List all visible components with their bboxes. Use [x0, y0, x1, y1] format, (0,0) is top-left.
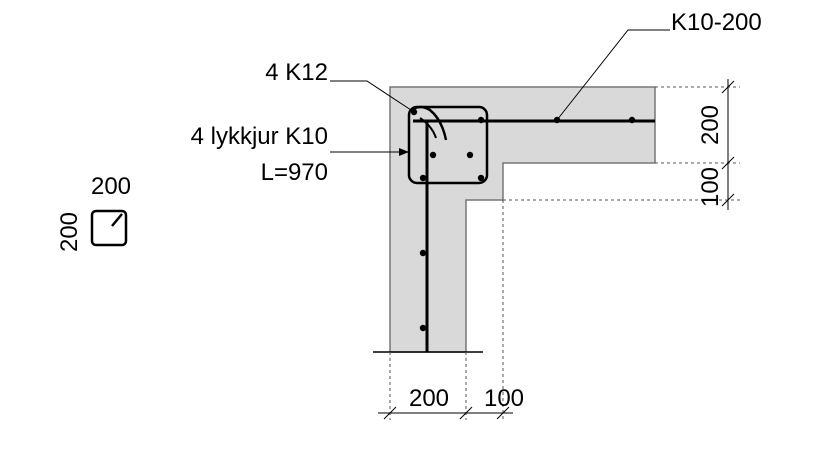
- label-stirrups-line1: 4 lykkjur K10: [191, 123, 328, 150]
- rebar-dot: [419, 249, 427, 257]
- stirrup-hook: [411, 105, 448, 141]
- dim-right-lower: 100: [697, 167, 724, 207]
- stirrup-loop: [407, 105, 489, 185]
- rebar-dot: [466, 151, 474, 159]
- dimension-bottom: [378, 406, 513, 420]
- label-corner-bars: 4 K12: [265, 59, 328, 86]
- rebar-dot: [429, 151, 437, 159]
- stirrup-height-label: 200: [56, 212, 83, 252]
- dim-bottom-right: 100: [484, 385, 524, 412]
- dim-bottom-left: 200: [409, 385, 449, 412]
- rebar-dot: [419, 174, 427, 182]
- stirrup-width-label: 200: [91, 173, 131, 200]
- stirrup-hook-inner: [419, 117, 437, 139]
- leader-arrowhead: [399, 148, 409, 156]
- stirrup-symbol-icon: [90, 209, 128, 247]
- rebar-dot: [477, 116, 485, 124]
- rebar-dot: [628, 116, 636, 124]
- leader-corner-bars: [330, 80, 415, 113]
- rebar-dot: [419, 324, 427, 332]
- dashed-lines: [389, 86, 740, 420]
- label-stirrups-line2: L=970: [261, 159, 328, 186]
- rebar-dot: [477, 174, 485, 182]
- label-top-rebar: K10-200: [671, 9, 762, 36]
- stirrup-symbol-hook: [111, 213, 123, 227]
- dim-right-upper: 200: [697, 105, 724, 145]
- leader-top-rebar: [556, 29, 670, 121]
- dimension-right: [721, 79, 735, 210]
- leader-lines: [330, 29, 670, 153]
